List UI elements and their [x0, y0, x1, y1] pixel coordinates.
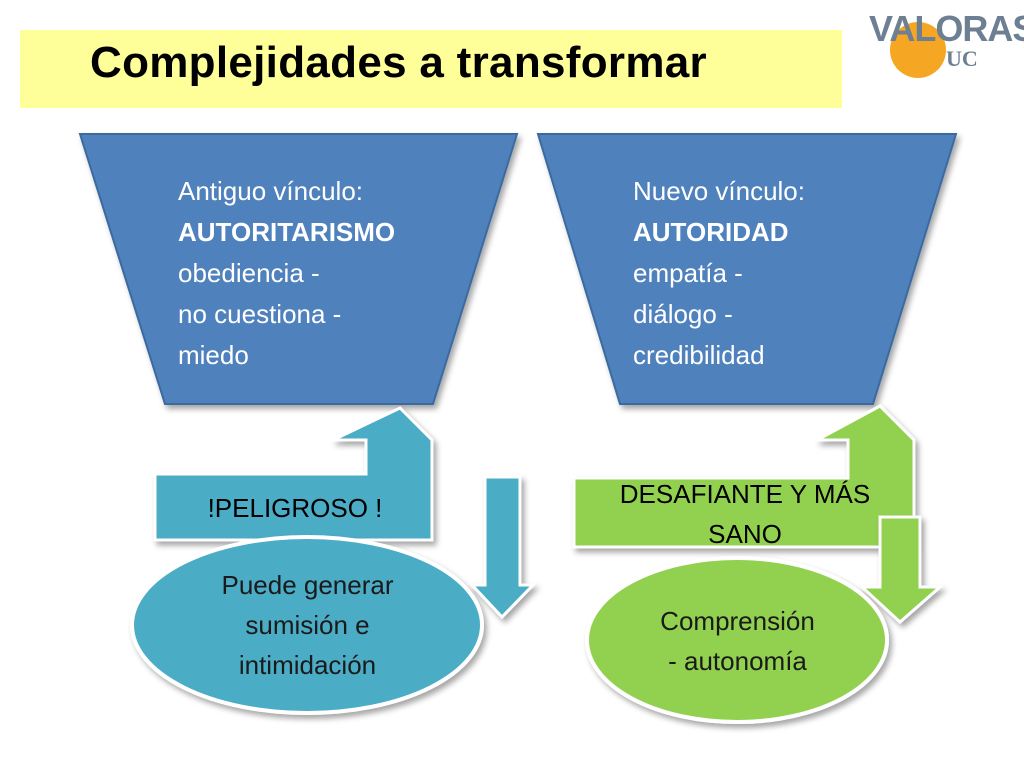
left-funnel-line-2: AUTORITARISMO — [178, 217, 396, 247]
right-arrow-label-line-1: DESAFIANTE Y MÁS — [619, 479, 871, 509]
right-arrow-label: DESAFIANTE Y MÁS SANO — [590, 474, 900, 554]
slide-title: Complejidades a transformar — [90, 38, 707, 87]
left-result-line-3: intimidación — [238, 650, 377, 680]
left-result-line-1: Puede generar — [221, 570, 394, 600]
left-funnel-line-4: no cuestiona - — [178, 299, 342, 329]
left-funnel-text: Antiguo vínculo: AUTORITARISMO obedienci… — [178, 171, 395, 376]
left-arrow-label: !PELIGROSO ! — [207, 493, 383, 523]
left-funnel-line-5: miedo — [178, 340, 249, 370]
logo-sun-icon — [890, 22, 946, 78]
left-result-line-2: sumisión e — [245, 610, 370, 640]
left-funnel-shape — [78, 133, 519, 405]
right-down-arrow — [858, 515, 944, 625]
right-result-line-1: Comprensión — [660, 606, 815, 636]
right-funnel-line-1: Nuevo vínculo: — [633, 176, 805, 206]
right-result-line-2: - autonomía — [668, 646, 807, 676]
left-funnel-line-1: Antiguo vínculo: — [178, 176, 364, 206]
right-bent-up-arrow — [572, 404, 916, 549]
right-funnel-line-5: credibilidad — [633, 340, 765, 370]
right-result-ellipse — [585, 556, 889, 724]
title-banner — [20, 30, 842, 108]
right-funnel-line-2: AUTORIDAD — [633, 217, 789, 247]
left-result-ellipse — [130, 535, 484, 715]
logo-main-text: VALORAS — [869, 8, 1024, 49]
logo-sub-text: UC — [946, 46, 978, 71]
left-result-text: Puede generar sumisión e intimidación — [170, 565, 445, 685]
right-arrow-label-line-2: SANO — [708, 519, 782, 549]
right-funnel-text: Nuevo vínculo: AUTORIDAD empatía - diálo… — [633, 171, 805, 376]
right-result-text: Comprensión - autonomía — [615, 601, 860, 681]
right-funnel-line-3: empatía - — [633, 258, 743, 288]
left-funnel-line-3: obediencia - — [178, 258, 320, 288]
right-funnel-shape — [536, 133, 958, 405]
right-funnel-line-4: diálogo - — [633, 299, 733, 329]
left-bent-up-arrow — [153, 406, 434, 542]
left-down-arrow — [468, 475, 537, 620]
